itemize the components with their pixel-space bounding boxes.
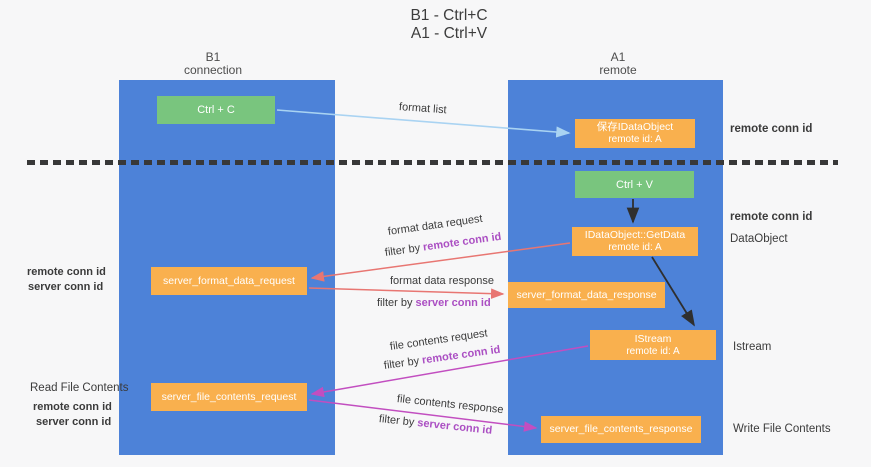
server-file-contents-response-label: server_file_contents_response — [549, 423, 693, 435]
filter-by-text: filter by — [378, 413, 418, 429]
server-file-contents-response-box: server_file_contents_response — [541, 416, 701, 443]
remote-conn-id-emphasis: remote conn id — [422, 230, 503, 254]
ctrl-v-label: Ctrl + V — [616, 178, 653, 191]
filter-by-text: filter by — [384, 241, 424, 259]
file-contents-response-filter-label: filter by server conn id — [378, 413, 492, 437]
remote-conn-id-annotation-mid-right: remote conn id — [730, 211, 813, 223]
istream-box: IStream remote id: A — [590, 330, 716, 360]
server-conn-id-annotation-top-left: server conn id — [28, 281, 104, 293]
right-column-header: A1 remote — [548, 51, 688, 77]
server-format-data-request-box: server_format_data_request — [151, 267, 307, 295]
file-contents-response-label: file contents response — [396, 393, 505, 417]
filter-by-text: filter by — [383, 354, 423, 372]
format-list-label: format list — [398, 101, 447, 117]
diagram-title: B1 - Ctrl+C A1 - Ctrl+V — [334, 7, 564, 43]
session-divider-dashed-line — [27, 160, 838, 165]
save-idataobject-label: 保存IDataObject — [596, 121, 674, 133]
server-format-data-response-box: server_format_data_response — [508, 282, 665, 308]
arrow-format-data-response — [308, 287, 505, 299]
filter-by-text: filter by — [377, 297, 416, 309]
remote-conn-id-emphasis: remote conn id — [421, 343, 502, 367]
idataobject-getdata-remote-id: remote id: A — [608, 242, 662, 253]
idataobject-getdata-label: IDataObject::GetData — [584, 229, 686, 241]
server-file-contents-request-box: server_file_contents_request — [151, 383, 307, 411]
read-file-contents-annotation: Read File Contents — [30, 382, 129, 394]
save-idataobject-remote-id: remote id: A — [608, 134, 662, 145]
remote-conn-id-annotation-top-left: remote conn id — [27, 266, 106, 278]
ctrl-c-label: Ctrl + C — [197, 104, 235, 116]
server-format-data-request-label: server_format_data_request — [163, 274, 295, 287]
title-line-1: B1 - Ctrl+C — [410, 7, 488, 24]
right-column-name: A1 — [610, 50, 626, 64]
ctrl-c-box: Ctrl + C — [157, 96, 275, 124]
title-line-2: A1 - Ctrl+V — [410, 25, 488, 42]
save-idataobject-box: 保存IDataObject remote id: A — [575, 119, 695, 148]
write-file-contents-annotation: Write File Contents — [733, 423, 831, 435]
format-data-response-filter-label: filter by server conn id — [377, 297, 491, 309]
format-data-response-label: format data response — [390, 275, 494, 287]
left-column-name: B1 — [205, 50, 221, 64]
server-conn-id-emphasis: server conn id — [416, 417, 493, 437]
remote-conn-id-annotation-top-right: remote conn id — [730, 123, 813, 135]
server-conn-id-emphasis: server conn id — [415, 297, 491, 309]
ctrl-v-box: Ctrl + V — [575, 171, 694, 198]
istream-remote-id: remote id: A — [626, 345, 680, 357]
server-conn-id-annotation-bottom-left: server conn id — [36, 416, 112, 428]
idataobject-getdata-box: IDataObject::GetData remote id: A — [572, 227, 698, 256]
istream-label: IStream — [634, 332, 672, 345]
left-column-header: B1 connection — [143, 51, 283, 77]
right-column-role: remote — [599, 63, 637, 77]
server-format-data-response-label: server_format_data_response — [516, 288, 657, 301]
left-column-role: connection — [183, 63, 243, 77]
istream-annotation: Istream — [733, 341, 772, 353]
remote-conn-id-annotation-bottom-left: remote conn id — [33, 401, 112, 413]
dataobject-annotation: DataObject — [730, 233, 788, 245]
server-file-contents-request-label: server_file_contents_request — [161, 390, 297, 403]
